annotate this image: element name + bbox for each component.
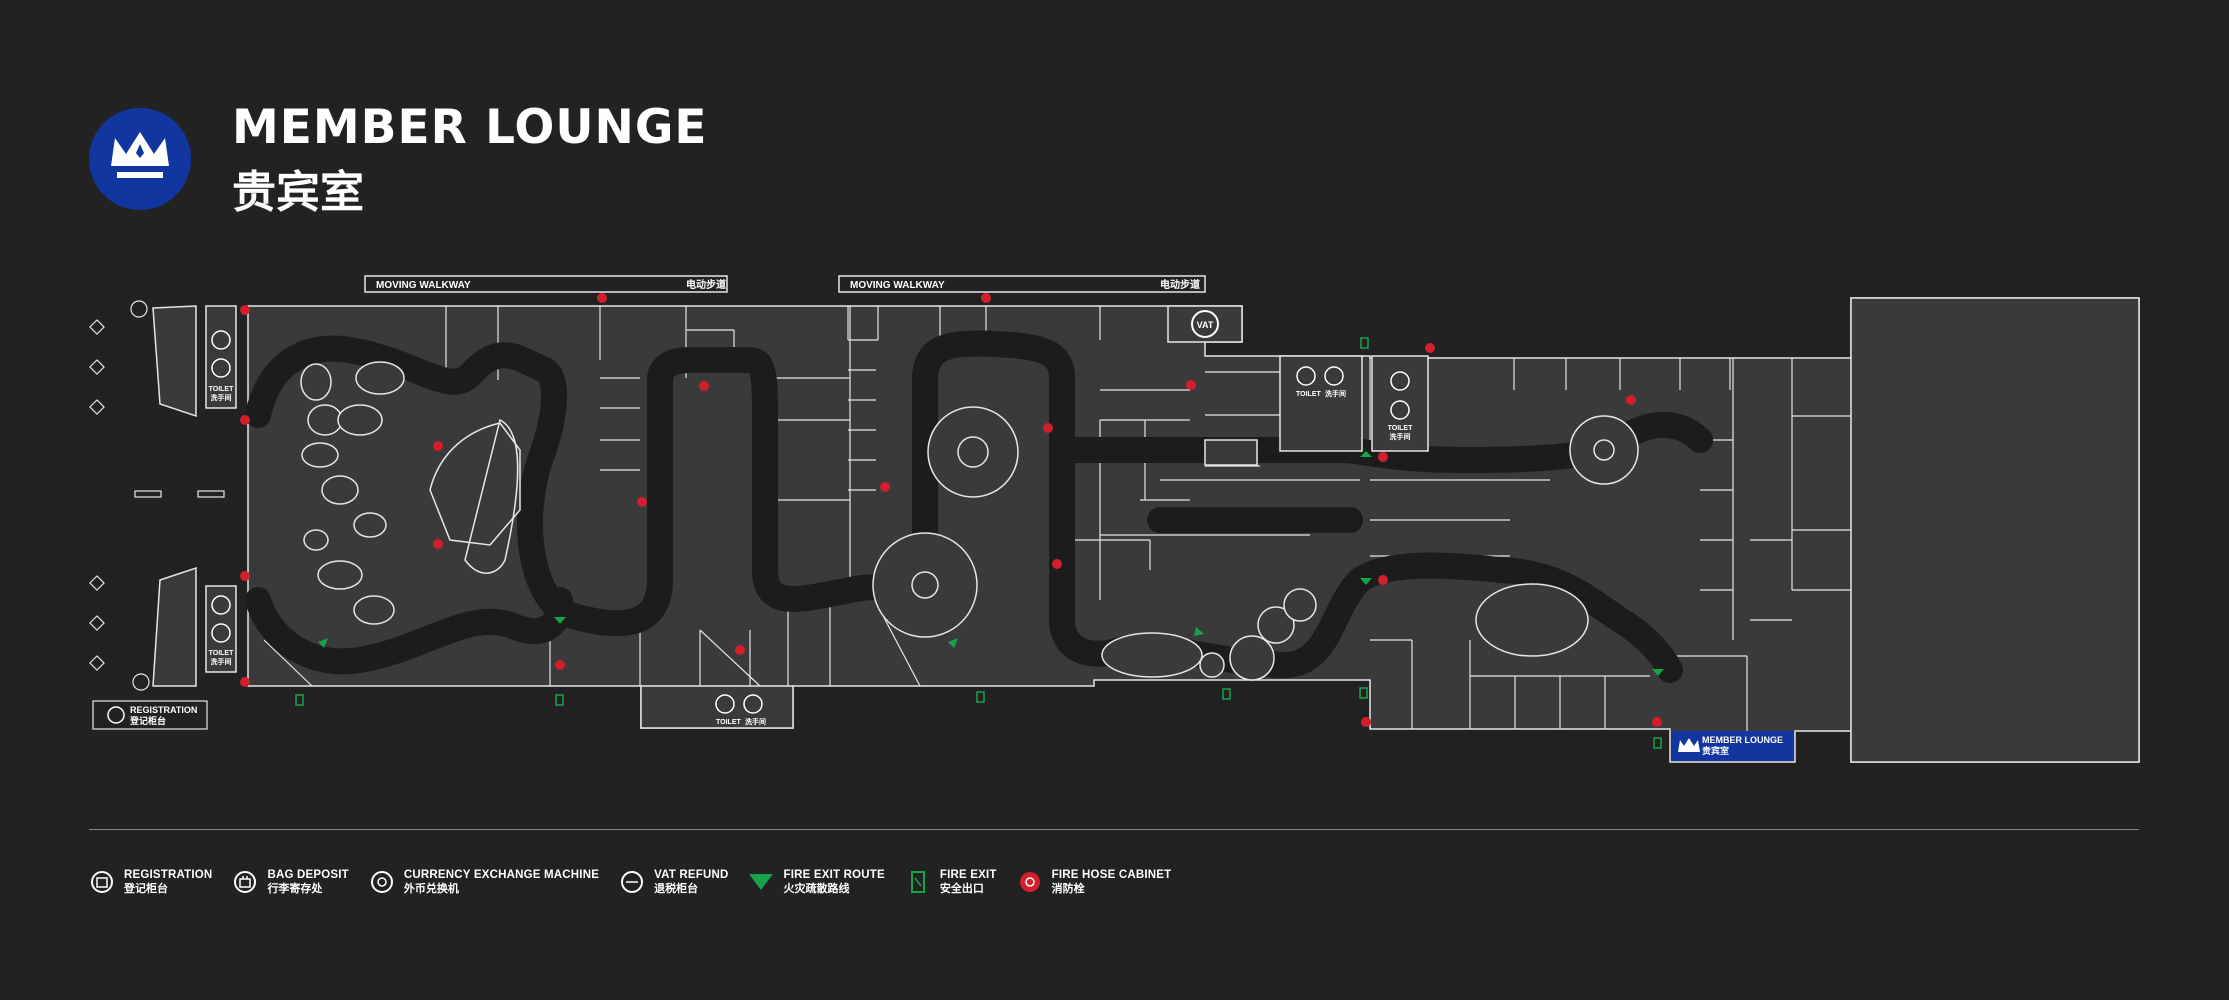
currency-exchange-icon <box>369 869 395 895</box>
legend-divider <box>89 829 2139 830</box>
svg-text:TOILET: TOILET <box>1296 391 1321 398</box>
registration-icon <box>89 869 115 895</box>
svg-text:TOILET: TOILET <box>209 650 234 657</box>
accessible-icon <box>211 623 231 643</box>
page-title: MEMBER LOUNGE <box>232 100 708 155</box>
bag-deposit-icon <box>130 300 148 318</box>
svg-text:TOILET: TOILET <box>1388 425 1413 432</box>
svg-text:洗手间: 洗手间 <box>211 657 232 666</box>
walkway-right-zh: 电动步道 <box>1160 278 1200 291</box>
svg-text:REGISTRATION: REGISTRATION <box>130 705 197 715</box>
toilet-bottom-center: TOILET 洗手间 <box>640 685 794 729</box>
fire-exit-routes <box>318 451 1664 676</box>
moving-walkway-right <box>838 275 1206 293</box>
registration-desk: REGISTRATION 登记柜台 <box>92 700 208 730</box>
kiosk-rect <box>1204 439 1258 466</box>
toilet-icon <box>211 330 231 350</box>
accessible-icon <box>211 358 231 378</box>
svg-text:登记柜台: 登记柜台 <box>129 715 166 726</box>
svg-text:洗手间: 洗手间 <box>211 393 232 402</box>
toilet-right-b: TOILET 洗手间 <box>1371 355 1429 452</box>
walkway-right-en: MOVING WALKWAY <box>850 280 945 291</box>
fire-hose-cabinets <box>240 293 1662 727</box>
walkway-left-zh: 电动步道 <box>686 278 726 291</box>
vat-refund-icon <box>1191 310 1219 338</box>
crown-icon <box>1678 738 1700 752</box>
svg-text:贵宾室: 贵宾室 <box>1702 745 1729 756</box>
fire-exit-icon <box>905 869 931 895</box>
shop-left-top <box>152 305 197 418</box>
svg-text:洗手间: 洗手间 <box>745 717 766 726</box>
accessible-icon <box>1390 400 1410 420</box>
bag-deposit-icon <box>232 869 258 895</box>
toilet-block-left-bottom <box>205 585 237 673</box>
fire-exit-route-icon <box>748 869 774 895</box>
fire-hose-cabinet-icon <box>1017 869 1043 895</box>
fire-exits <box>295 337 1662 749</box>
walkway-left-en: MOVING WALKWAY <box>376 280 471 291</box>
svg-text:洗手间: 洗手间 <box>1325 389 1346 398</box>
kiosk-oval-lower <box>1101 632 1203 678</box>
kiosk-oval-right <box>1475 583 1589 657</box>
svg-text:洗手间: 洗手间 <box>1390 432 1411 441</box>
vat-refund-icon <box>619 869 645 895</box>
svg-text:TOILET: TOILET <box>716 719 741 726</box>
toilet-right-a: TOILET 洗手间 <box>1279 355 1363 452</box>
registration-icon <box>107 706 125 724</box>
accessible-icon <box>1324 366 1344 386</box>
member-lounge-crown-logo <box>89 108 191 210</box>
toilet-left-top: TOILET 洗手间 <box>209 330 234 402</box>
svg-text:TOILET: TOILET <box>209 386 234 393</box>
toilet-icon <box>1296 366 1316 386</box>
accessible-icon <box>743 694 763 714</box>
moving-walkway-left <box>364 275 728 293</box>
gate-area-block <box>1850 297 2140 763</box>
toilet-icon <box>715 694 735 714</box>
member-lounge-box: MEMBER LOUNGE 贵宾室 <box>1671 731 1793 761</box>
toilet-icon <box>211 595 231 615</box>
toilet-left-bottom: TOILET 洗手间 <box>209 595 234 666</box>
toilet-block-left-top <box>205 305 237 409</box>
svg-text:MEMBER LOUNGE: MEMBER LOUNGE <box>1702 735 1783 745</box>
vat-label: VAT <box>1197 320 1214 330</box>
bag-deposit-icon <box>132 673 150 691</box>
toilet-icon <box>1390 371 1410 391</box>
shop-left-bottom <box>152 566 197 687</box>
kiosk-halfround <box>429 422 521 546</box>
page-title-chinese: 贵宾室 <box>232 167 364 218</box>
